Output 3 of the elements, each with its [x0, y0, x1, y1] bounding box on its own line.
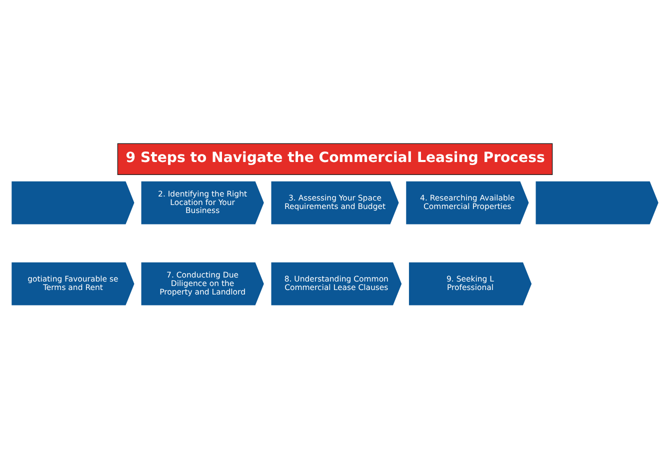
diagram-title: 9 Steps to Navigate the Commercial Leasing Process — [126, 150, 545, 166]
node-chevron — [12, 181, 134, 224]
node-chevron — [536, 181, 658, 224]
